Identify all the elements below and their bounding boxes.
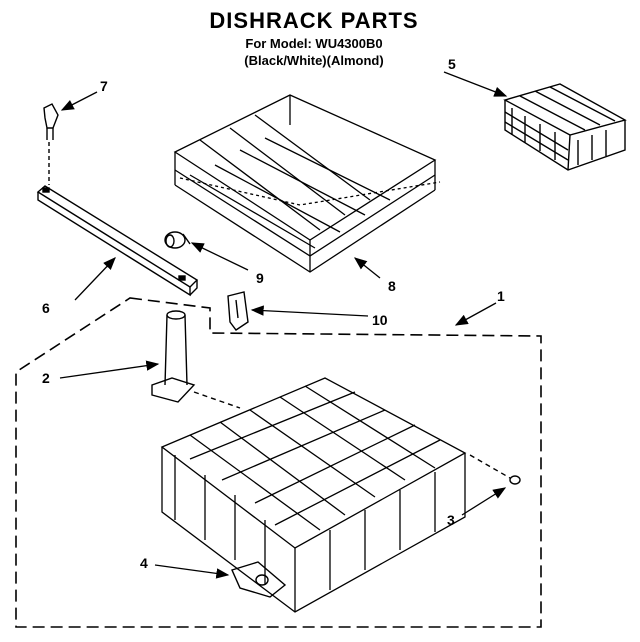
diagram-title: DISHRACK PARTS [209,8,419,33]
lower-dishrack [160,377,467,613]
callout-2: 2 [42,370,50,386]
lower-rack-assembly-outline [15,297,542,628]
wheel-bracket [231,561,287,598]
callout-5: 5 [448,56,456,72]
rack-stop [469,454,521,485]
model-number: For Model: WU4300B0 [245,36,383,51]
upper-dishrack [173,94,441,273]
color-variants: (Black/White)(Almond) [244,53,384,68]
callout-6: 6 [42,300,50,316]
callout-4: 4 [140,555,148,571]
callout-10: 10 [372,312,388,328]
silverware-basket [503,83,627,171]
rail-end-cap [43,103,59,185]
spray-tube [151,310,241,409]
callout-7: 7 [100,78,108,94]
callout-8: 8 [388,278,396,294]
callout-9: 9 [256,270,264,286]
rack-roller [164,231,191,249]
callout-1: 1 [497,288,505,304]
track-rail [36,185,199,297]
leader-lines [59,71,508,579]
callout-3: 3 [447,512,455,528]
rack-stop-clip [227,291,249,331]
